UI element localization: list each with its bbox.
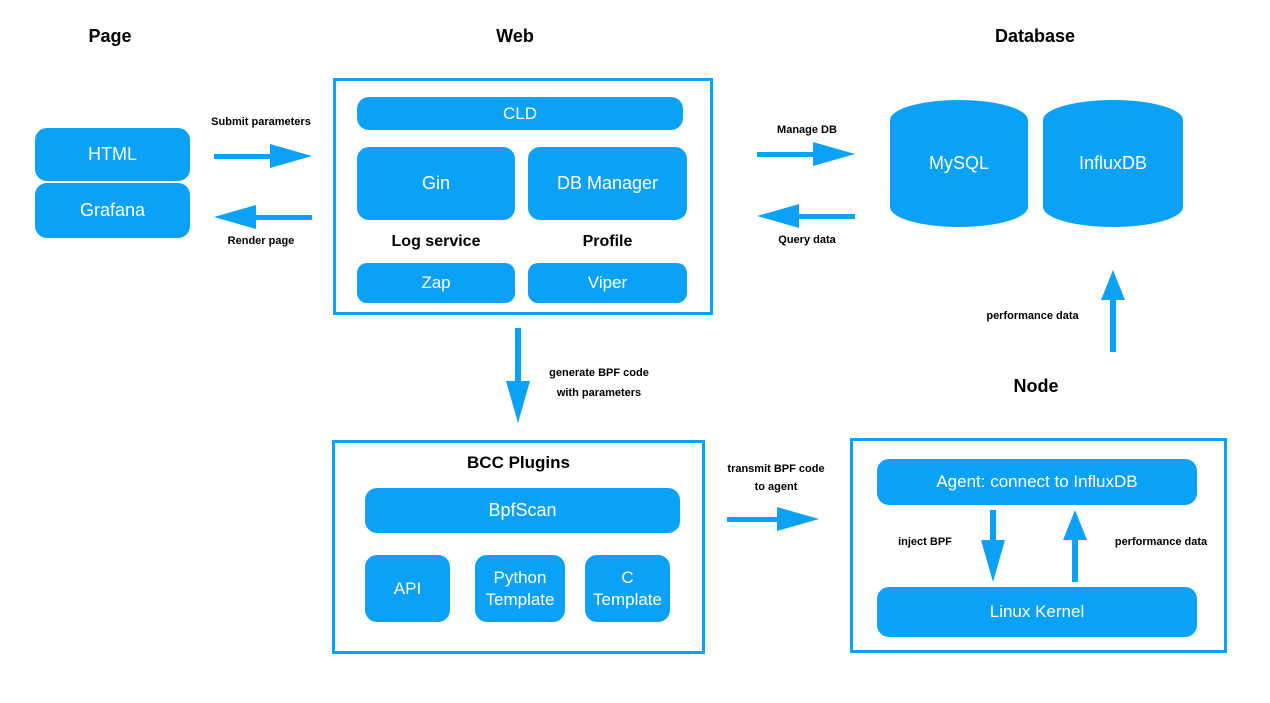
render-page-label: Render page: [227, 235, 295, 247]
c-template-box: C Template: [585, 555, 670, 622]
gin-box: Gin: [357, 147, 515, 220]
mysql-cylinder: MySQL: [890, 100, 1028, 227]
arrow-head: [214, 205, 256, 229]
inject-bpf-arrow: [981, 510, 1005, 582]
generate-bpf-label: generate BPF code with parameters: [538, 363, 660, 403]
performance-data-node-arrow: [1063, 510, 1087, 582]
grafana-box: Grafana: [35, 183, 190, 238]
transmit-bpf-label: transmit BPF code to agent: [715, 460, 837, 496]
arrow-head: [506, 381, 530, 423]
influxdb-label: InfluxDB: [1078, 153, 1148, 173]
viper-box: Viper: [528, 263, 687, 303]
bcc-plugins-title: BCC Plugins: [467, 453, 570, 472]
arrow-shaft: [1110, 300, 1116, 352]
zap-box: Zap: [357, 263, 515, 303]
manage-db-label: Manage DB: [777, 124, 837, 136]
bpfscan-box-label: BpfScan: [488, 500, 557, 521]
arrow-head: [813, 142, 855, 166]
mysql-label: MySQL: [928, 153, 989, 173]
arrow-shaft: [757, 151, 813, 157]
arrow-head: [777, 507, 819, 531]
zap-box-label: Zap: [421, 273, 451, 293]
generate-bpf-arrow: [506, 328, 530, 423]
linux-kernel-box-label: Linux Kernel: [989, 602, 1085, 622]
cylinder-shape: [890, 100, 1028, 227]
submit-parameters-label: Submit parameters: [211, 116, 311, 128]
cld-box: CLD: [357, 97, 683, 130]
database-section-title: Database: [994, 26, 1076, 46]
api-box: API: [365, 555, 450, 622]
arrow-head: [1101, 270, 1125, 300]
agent-box: Agent: connect to InfluxDB: [877, 459, 1197, 505]
performance-data-db-arrow: [1101, 270, 1125, 352]
linux-kernel-box: Linux Kernel: [877, 587, 1197, 637]
influxdb-cylinder: InfluxDB: [1043, 100, 1183, 227]
query-data-label: Query data: [778, 234, 836, 246]
viper-box-label: Viper: [587, 273, 628, 293]
profile-label: Profile: [582, 233, 633, 250]
cld-box-label: CLD: [502, 103, 537, 123]
performance-data-db-label: performance data: [986, 310, 1079, 322]
arrow-head: [981, 540, 1005, 582]
generate-bpf-label-line1: generate BPF code: [549, 367, 649, 379]
log-service-label: Log service: [391, 233, 481, 250]
manage-db-arrow: [757, 142, 855, 166]
arrow-shaft: [256, 214, 312, 220]
inject-bpf-label: inject BPF: [898, 536, 952, 548]
db-manager-box: DB Manager: [528, 147, 687, 220]
arrow-shaft: [1072, 540, 1078, 582]
arrow-shaft: [515, 328, 521, 381]
bpfscan-box: BpfScan: [365, 488, 680, 533]
arrow-shaft: [727, 516, 777, 522]
web-section-title: Web: [496, 26, 534, 46]
c-template-box-label: C Template: [593, 568, 662, 609]
html-box-label: HTML: [88, 144, 137, 165]
arrow-head: [270, 144, 312, 168]
arrow-shaft: [990, 510, 996, 540]
node-section-title: Node: [1013, 376, 1059, 396]
gin-box-label: Gin: [421, 173, 450, 194]
query-data-arrow: [757, 204, 855, 228]
arrow-head: [757, 204, 799, 228]
submit-parameters-arrow: [214, 144, 312, 168]
performance-data-node-label: performance data: [1114, 536, 1208, 548]
api-box-label: API: [393, 578, 422, 598]
page-section-title: Page: [88, 26, 132, 46]
generate-bpf-label-line2: with parameters: [556, 387, 642, 399]
arrow-head: [1063, 510, 1087, 540]
arrow-shaft: [214, 153, 270, 159]
html-box: HTML: [35, 128, 190, 181]
agent-box-label: Agent: connect to InfluxDB: [936, 472, 1138, 492]
render-page-arrow: [214, 205, 312, 229]
arrow-shaft: [799, 213, 855, 219]
grafana-box-label: Grafana: [79, 200, 146, 221]
transmit-bpf-label-line1: transmit BPF code: [727, 463, 825, 475]
transmit-bpf-arrow: [727, 507, 819, 531]
transmit-bpf-label-line2: to agent: [754, 481, 798, 493]
python-template-box-label: Python Template: [485, 568, 555, 609]
db-manager-box-label: DB Manager: [556, 173, 659, 194]
cylinder-shape: [1043, 100, 1183, 227]
python-template-box: Python Template: [475, 555, 565, 622]
